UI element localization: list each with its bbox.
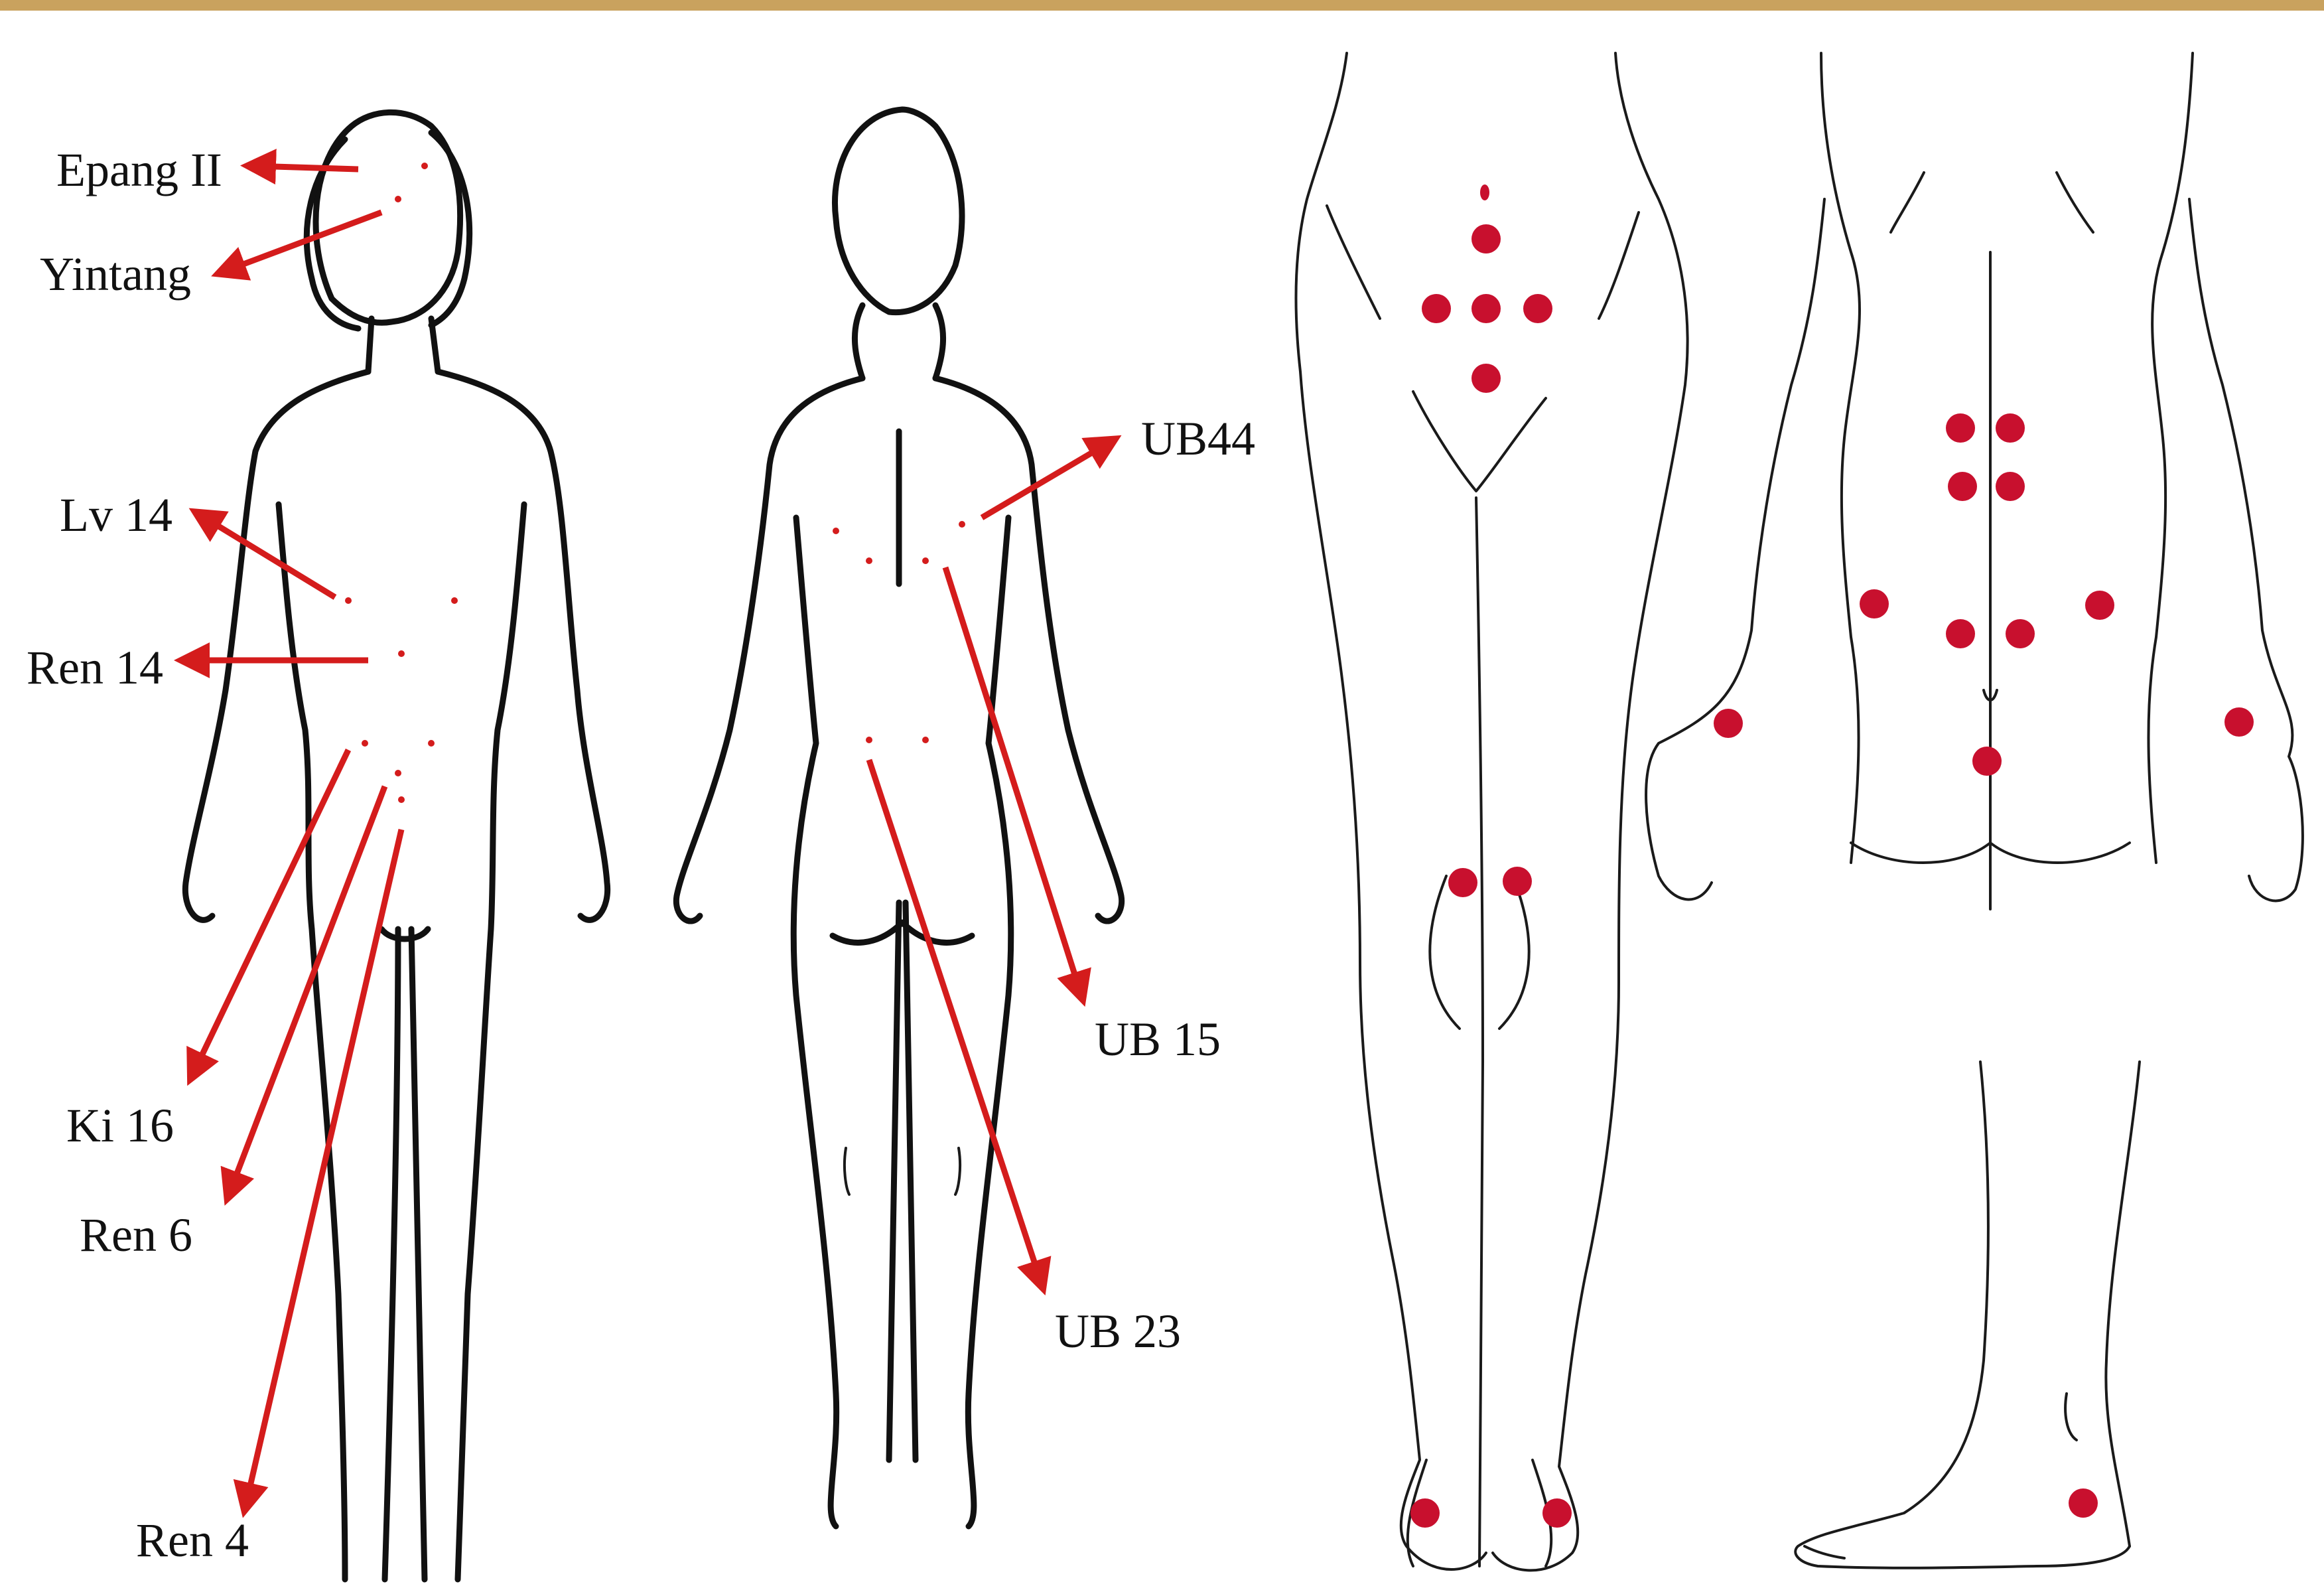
left-panel-labels: Epang II Yintang Lv 14 Ren 14 Ki 16 Ren … xyxy=(27,143,1255,1567)
label-ren14: Ren 14 xyxy=(27,641,163,694)
label-ren6: Ren 6 xyxy=(80,1208,192,1262)
back-torso-dots xyxy=(1714,413,2254,776)
front-legs-figure xyxy=(1296,53,1687,1570)
label-ki16: Ki 16 xyxy=(66,1099,174,1152)
label-ren4: Ren 4 xyxy=(136,1514,249,1567)
side-leg-dots xyxy=(2069,1488,2098,1518)
label-ub23: UB 23 xyxy=(1055,1305,1181,1358)
label-ub44: UB44 xyxy=(1141,412,1255,465)
label-ub15: UB 15 xyxy=(1095,1013,1221,1066)
label-lv14: Lv 14 xyxy=(60,488,172,542)
label-epang: Epang II xyxy=(56,143,222,196)
front-legs-dots xyxy=(1410,184,1572,1528)
front-acupoint-dots xyxy=(345,163,458,803)
label-yintang: Yintang xyxy=(40,248,191,301)
